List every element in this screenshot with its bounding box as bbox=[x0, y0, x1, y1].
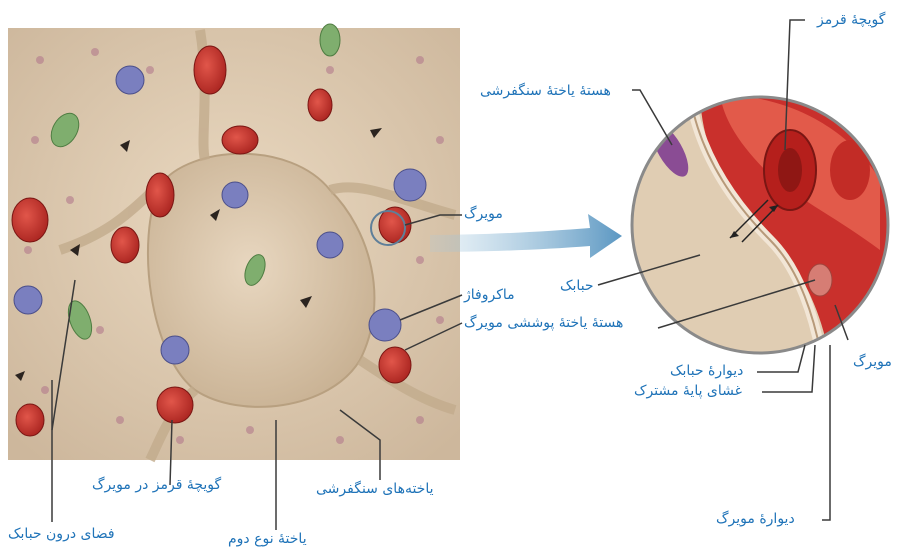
label-macrophage: ماکروفاژ bbox=[464, 287, 515, 303]
label-red-blood-cell: گویچهٔ قرمز bbox=[817, 12, 885, 28]
label-capillary-right: مویرگ bbox=[853, 354, 892, 370]
label-alveolus-wall: دیوارهٔ حبابک bbox=[670, 363, 743, 379]
label-capillary-endothelial-nucleus: هستهٔ یاختهٔ پوششی مویرگ bbox=[464, 315, 623, 331]
label-squamous-cell-nucleus: هستهٔ یاختهٔ سنگفرشی bbox=[480, 83, 611, 99]
label-squamous-cells: یاخته‌های سنگفرشی bbox=[316, 481, 434, 497]
label-alveolar-space: فضای درون حبابک bbox=[8, 526, 115, 542]
label-rbc-in-capillary: گویچهٔ قرمز در مویرگ bbox=[92, 477, 221, 493]
label-capillary-wall: دیوارهٔ مویرگ bbox=[716, 511, 795, 527]
label-shared-basement-membrane: غشای پایهٔ مشترک bbox=[634, 383, 742, 399]
label-capillary-left: مویرگ bbox=[464, 206, 503, 222]
label-alveolus: حبابک bbox=[560, 278, 594, 294]
label-type-two-cell: یاختهٔ نوع دوم bbox=[228, 531, 307, 547]
